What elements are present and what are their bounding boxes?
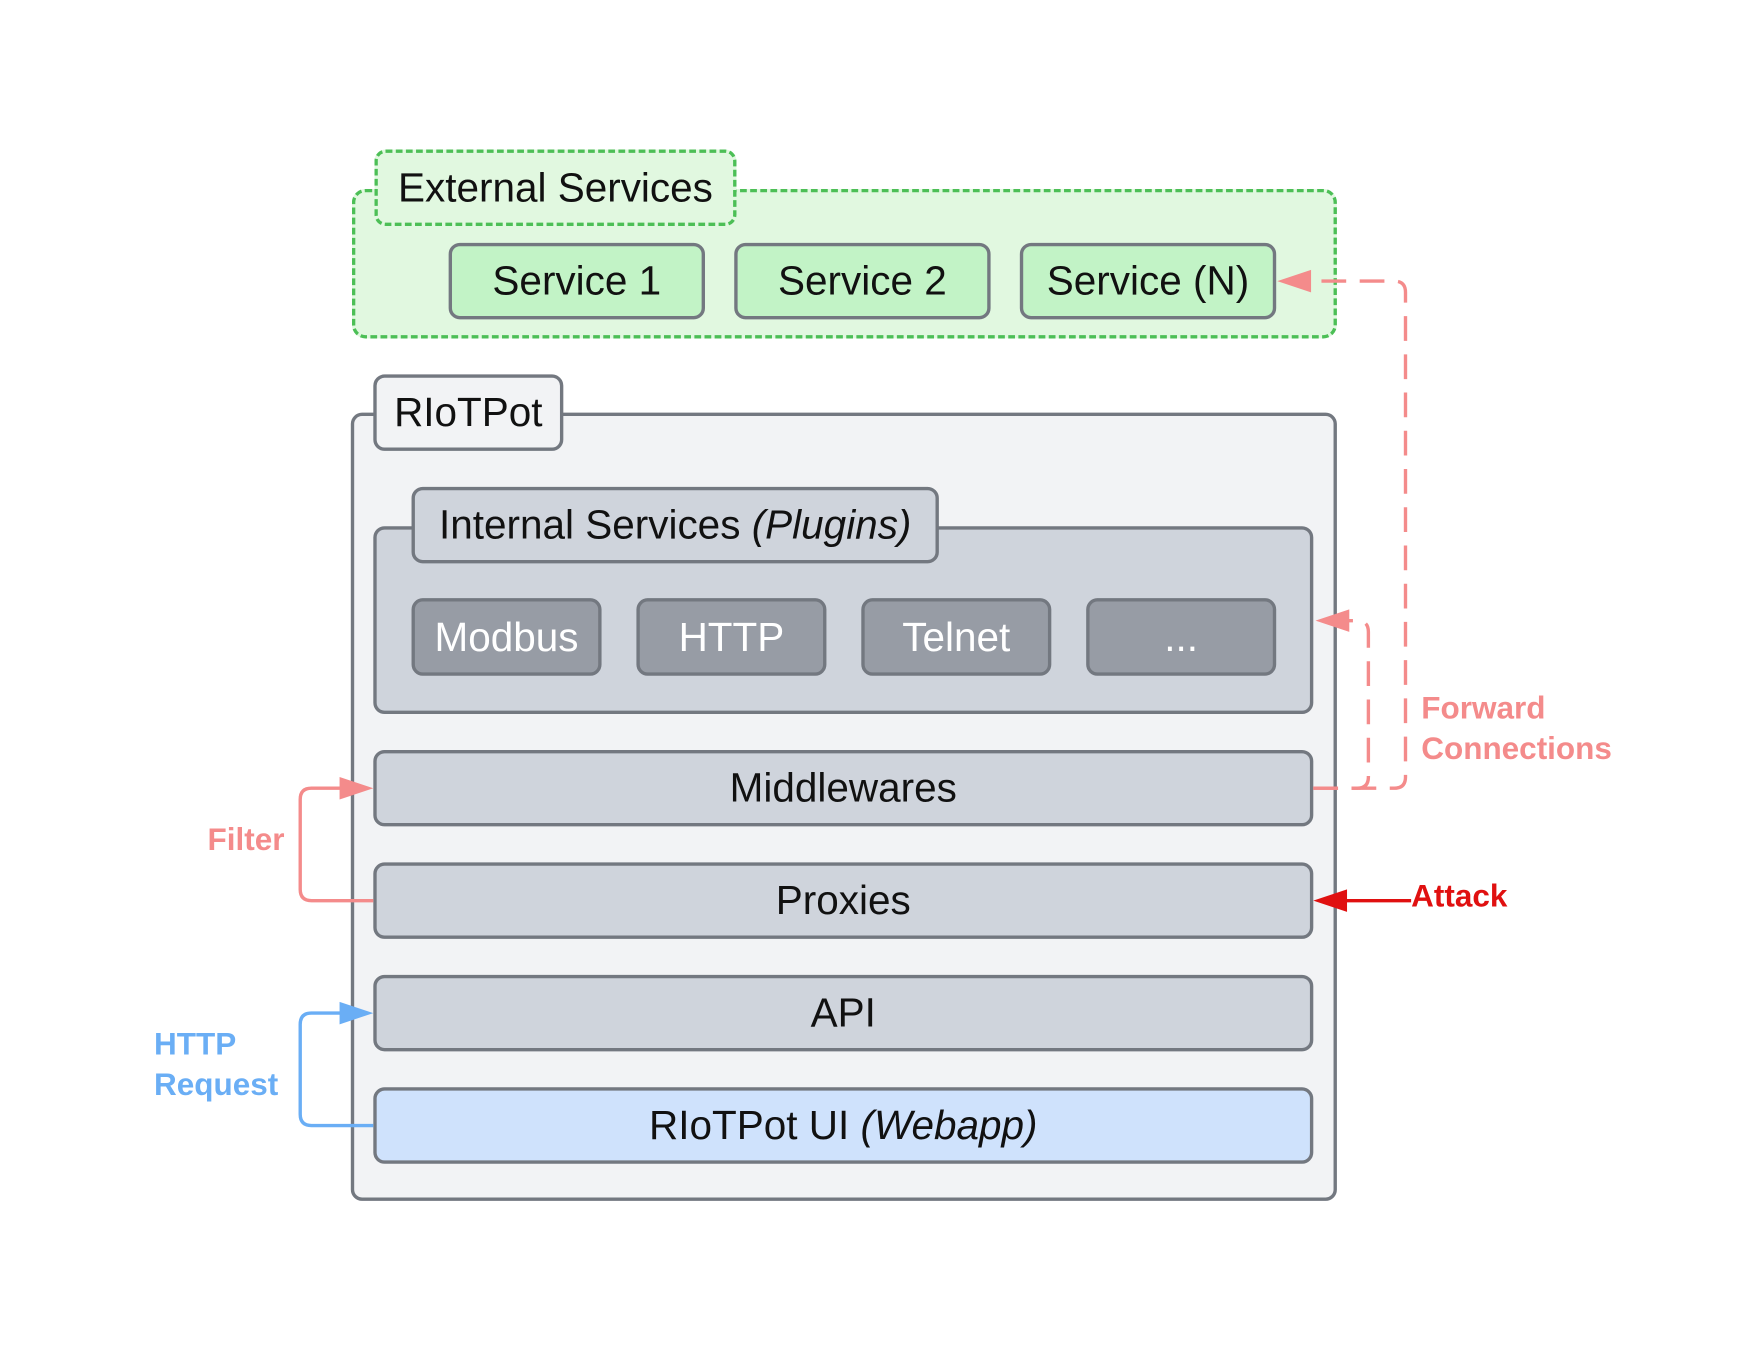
internal-services-title-suffix: (Plugins) [751,501,912,548]
internal-services-title: Internal Services (Plugins) [411,486,939,564]
forward-connections-label: Forward Connections [1421,688,1612,769]
middlewares-layer: Middlewares [373,749,1314,827]
attack-label: Attack [1411,878,1508,914]
external-services-title: External Services [374,149,737,227]
plugin-telnet-box: Telnet [861,598,1052,676]
service-1-box: Service 1 [448,242,705,320]
plugin-more-box: ... [1086,598,1277,676]
riotpot-ui-text: RIoTPot UI [649,1101,850,1149]
api-layer: API [373,974,1314,1052]
plugin-http-box: HTTP [636,598,827,676]
internal-services-title-text: Internal Services [438,501,741,548]
filter-label: Filter [207,821,285,857]
riotpot-ui-suffix: (Webapp) [860,1101,1038,1149]
http-request-label-line2: Request [154,1067,279,1102]
http-request-label-line1: HTTP [154,1026,237,1062]
riotpot-title: RIoTPot [373,374,564,451]
service-n-box: Service (N) [1019,242,1277,320]
http-request-label: HTTP Request [154,1024,278,1105]
proxies-layer: Proxies [373,862,1314,939]
service-2-box: Service 2 [734,242,991,320]
forward-connections-label-line1: Forward [1421,690,1546,726]
riotpot-ui-layer: RIoTPot UI (Webapp) [373,1087,1314,1164]
plugin-modbus-box: Modbus [411,598,602,676]
forward-connections-label-line2: Connections [1421,730,1612,766]
